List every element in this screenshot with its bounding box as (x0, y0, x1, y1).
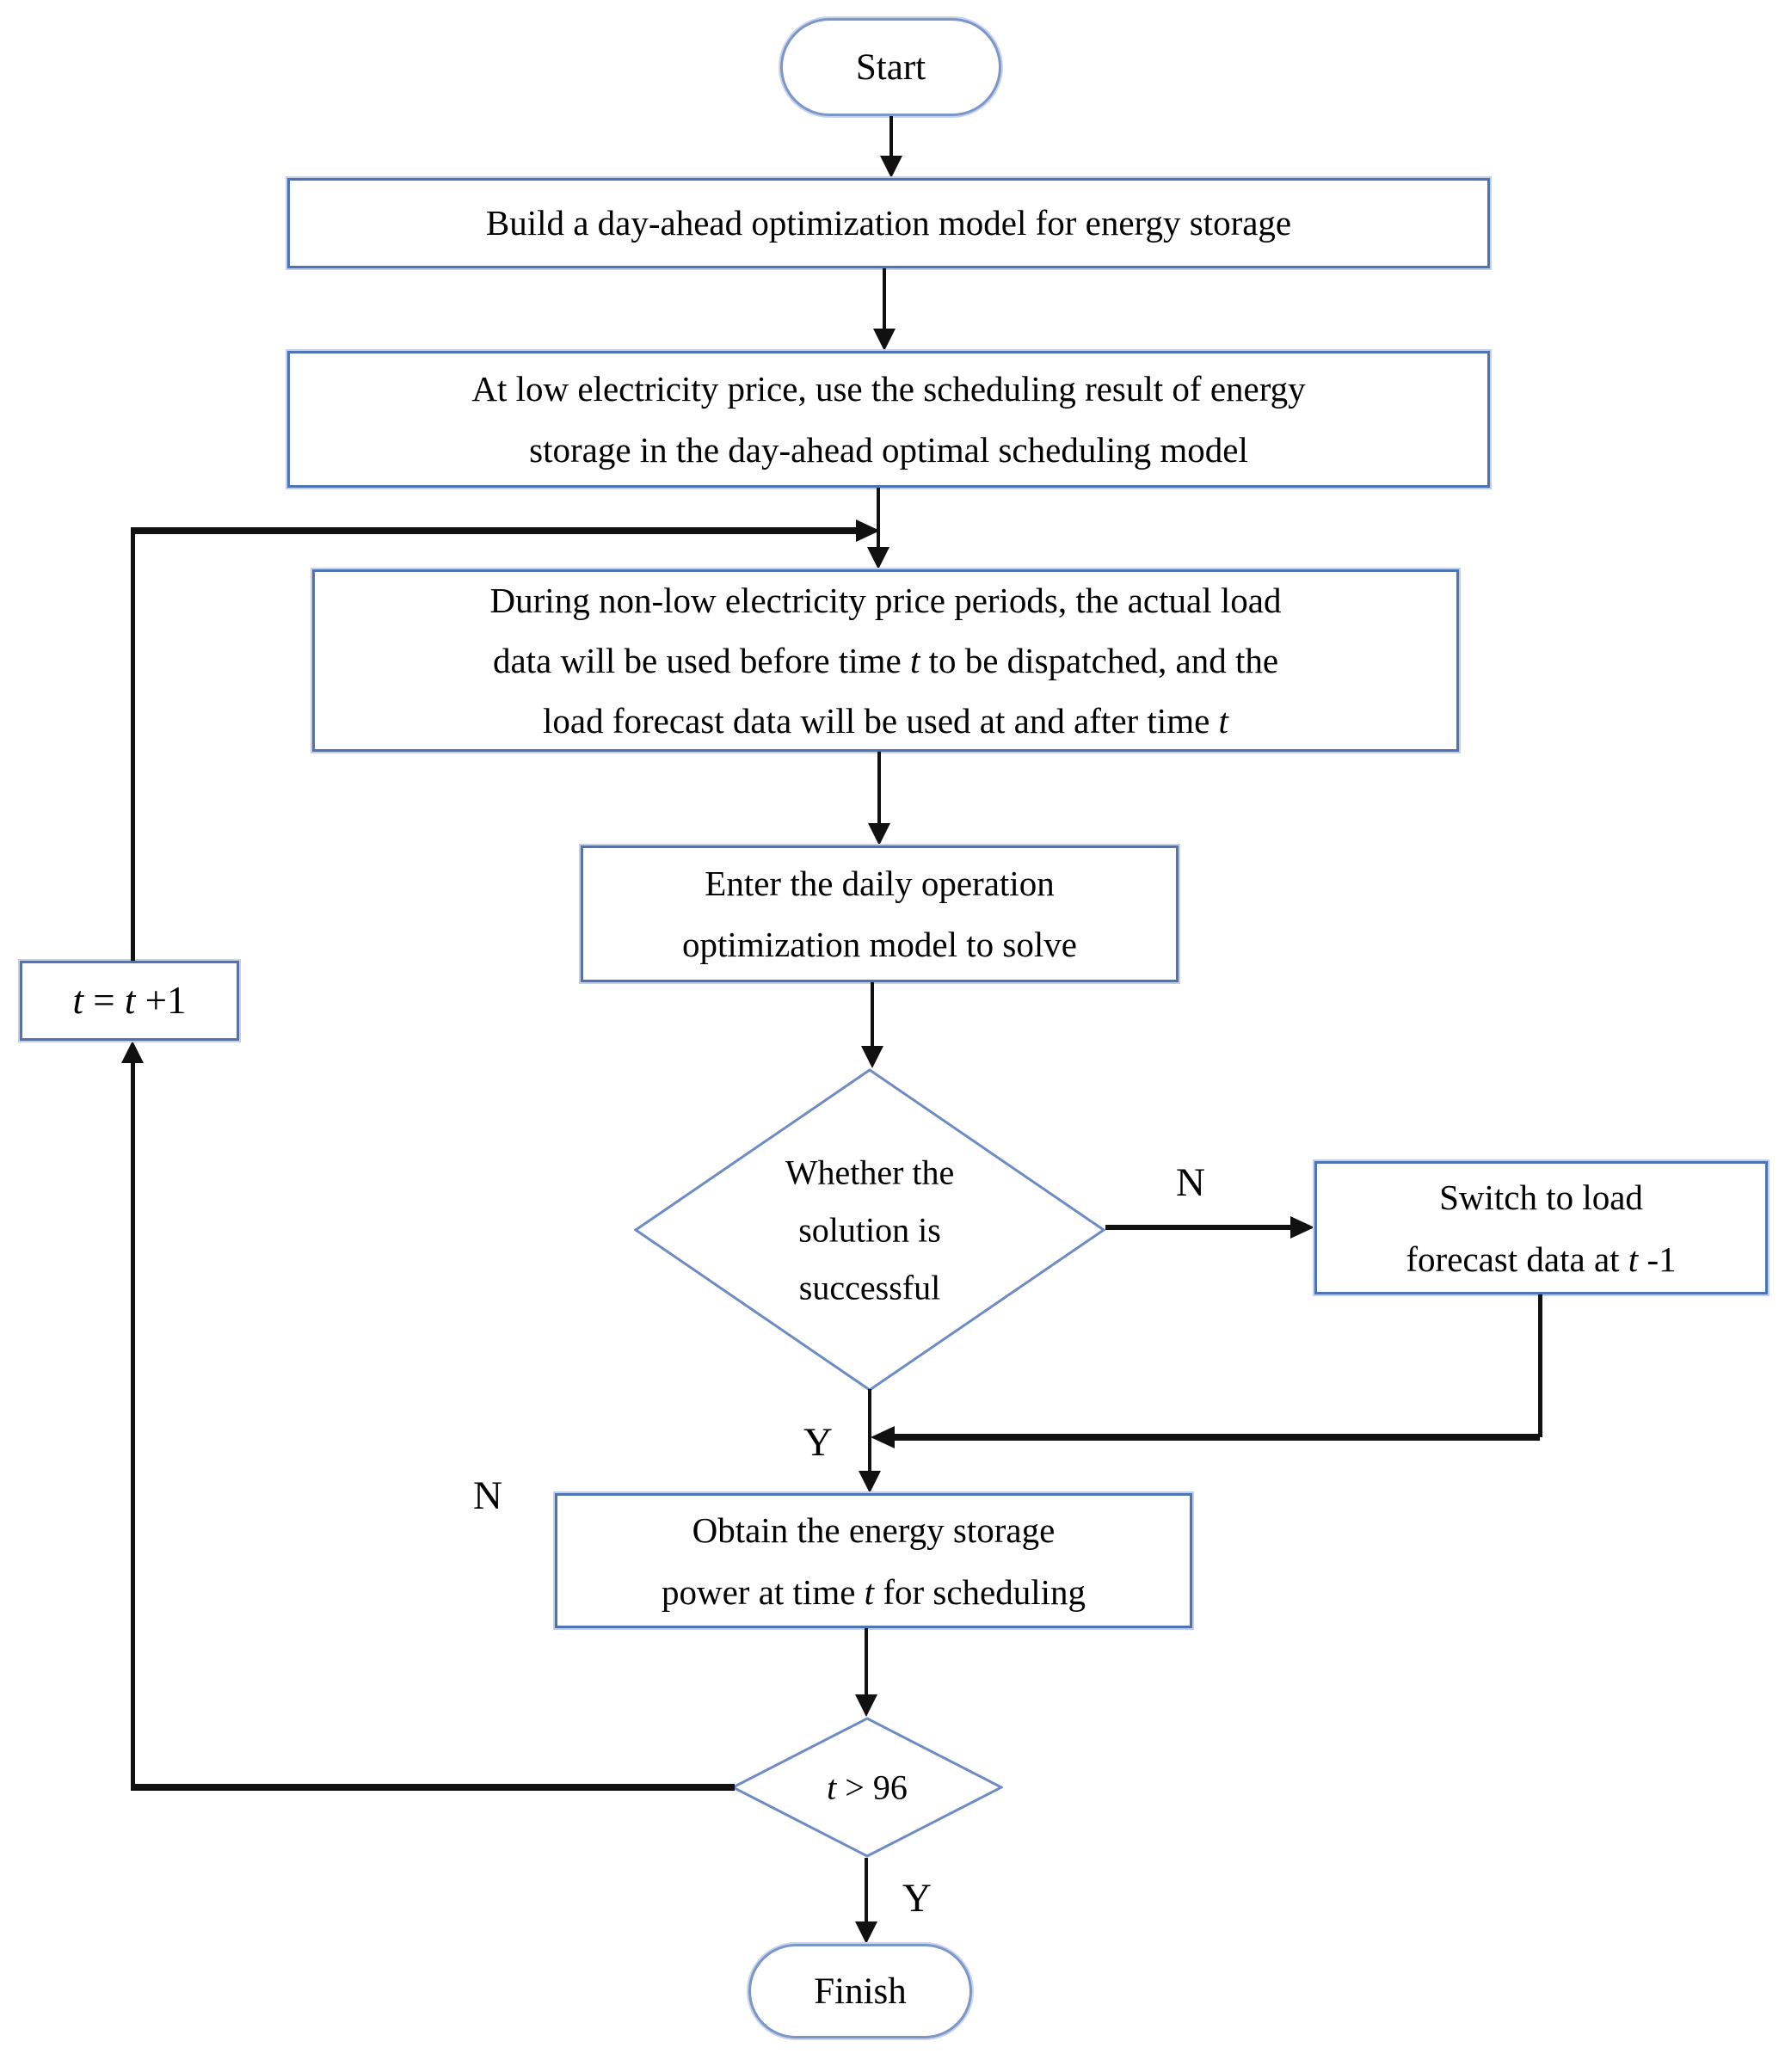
loop-vertical-upper-line (131, 527, 135, 961)
arrowhead-lowprice-nonlow (867, 547, 889, 569)
edge-t96-finish (865, 1858, 868, 1921)
arrowhead-build-lowprice (873, 329, 896, 351)
loop-bottom-line (131, 1784, 735, 1791)
t96-var: t (827, 1768, 837, 1807)
increment-var-b: t (124, 979, 136, 1022)
decision-t96-text: t > 96 (731, 1759, 1003, 1817)
start-label: Start (855, 46, 926, 88)
obtain-line2-var: t (864, 1571, 875, 1612)
process-non-low-price-line1: During non-low electricity price periods… (489, 581, 1282, 620)
label-t96-no: N (473, 1473, 502, 1518)
arrowhead-daily-decision (861, 1046, 883, 1068)
process-low-price-line1: At low electricity price, use the schedu… (471, 368, 1306, 409)
process-low-price-line2: storage in the day-ahead optimal schedul… (529, 429, 1248, 470)
arrowhead-decision-switch (1290, 1216, 1314, 1239)
edge-decision-obtain (868, 1389, 871, 1471)
finish-label: Finish (814, 1971, 907, 2012)
decision-solution-line1: Whether the (785, 1153, 955, 1192)
switch-line2-var: t (1628, 1239, 1639, 1279)
non-low-line2-pre: data will be used before time (492, 641, 910, 680)
arrowhead-loop-feedback-top (856, 520, 880, 542)
increment-equals: = (83, 979, 125, 1022)
decision-t96: t > 96 (731, 1717, 1003, 1858)
increment-var-a: t (72, 979, 83, 1022)
edge-decision-switch (1105, 1225, 1290, 1230)
process-switch-forecast-line2: forecast data at t -1 (1406, 1228, 1676, 1290)
label-solution-yes: Y (803, 1420, 833, 1465)
obtain-line2-post: for scheduling (874, 1571, 1086, 1612)
process-non-low-price: During non-low electricity price periods… (312, 569, 1459, 752)
process-build-model-label: Build a day-ahead optimization model for… (485, 203, 1292, 243)
process-daily-model-line2: optimization model to solve (682, 924, 1077, 964)
arrowhead-switch-feedback (871, 1426, 895, 1448)
switch-line2-pre: forecast data at (1406, 1239, 1628, 1279)
start-terminator: Start (780, 18, 1001, 116)
process-increment-expression: t = t +1 (72, 970, 186, 1031)
arrowhead-nonlow-daily (868, 823, 890, 845)
arrowhead-obtain-t96 (855, 1694, 877, 1717)
arrowhead-loop-increment (121, 1041, 144, 1063)
process-obtain-power: Obtain the energy storage power at time … (555, 1493, 1192, 1628)
edge-switch-feedback (895, 1434, 1540, 1441)
label-solution-no: N (1176, 1160, 1205, 1205)
decision-solution-line2: solution is (798, 1210, 941, 1250)
non-low-line3-var: t (1218, 701, 1228, 741)
edge-build-lowprice (883, 268, 886, 329)
non-low-line2-post: to be dispatched, and the (920, 641, 1279, 680)
edge-daily-decision (871, 982, 874, 1046)
edge-start-build (889, 116, 893, 156)
loop-vertical-lower-line (131, 1063, 135, 1791)
arrowhead-decision-obtain (859, 1471, 881, 1493)
process-switch-forecast-line1: Switch to load (1439, 1177, 1643, 1217)
decision-solution: Whether the solution is successful (634, 1068, 1105, 1392)
process-non-low-price-line2: data will be used before time t to be di… (493, 630, 1278, 691)
t96-tail: > 96 (836, 1768, 908, 1807)
arrowhead-t96-finish (855, 1921, 877, 1944)
process-daily-model-line1: Enter the daily operation (705, 863, 1055, 903)
edge-lowprice-nonlow (877, 488, 880, 547)
switch-line2-post: -1 (1638, 1239, 1677, 1279)
non-low-line3-pre: load forecast data will be used at and a… (543, 701, 1219, 741)
decision-solution-text: Whether the solution is successful (634, 1144, 1105, 1317)
process-obtain-power-line2: power at time t for scheduling (662, 1561, 1086, 1623)
increment-tail: +1 (135, 979, 187, 1022)
finish-terminator: Finish (748, 1944, 972, 2038)
edge-obtain-t96 (865, 1628, 868, 1694)
process-increment: t = t +1 (20, 961, 239, 1041)
process-obtain-power-line1: Obtain the energy storage (692, 1509, 1056, 1550)
process-low-price: At low electricity price, use the schedu… (287, 351, 1490, 488)
decision-solution-line3: successful (798, 1268, 941, 1307)
process-non-low-price-line3: load forecast data will be used at and a… (543, 691, 1228, 751)
edge-switch-down (1538, 1294, 1542, 1437)
label-t96-yes: Y (902, 1876, 932, 1921)
process-daily-model: Enter the daily operation optimization m… (581, 845, 1179, 982)
decision-t96-diamond-shape (731, 1717, 1003, 1858)
process-switch-forecast: Switch to load forecast data at t -1 (1314, 1161, 1768, 1294)
non-low-line2-var: t (909, 641, 920, 680)
process-build-model: Build a day-ahead optimization model for… (287, 178, 1490, 268)
edge-nonlow-daily (877, 752, 881, 823)
loop-feedback-top-line (131, 527, 856, 534)
obtain-line2-pre: power at time (661, 1571, 865, 1612)
arrowhead-start-build (880, 156, 902, 178)
